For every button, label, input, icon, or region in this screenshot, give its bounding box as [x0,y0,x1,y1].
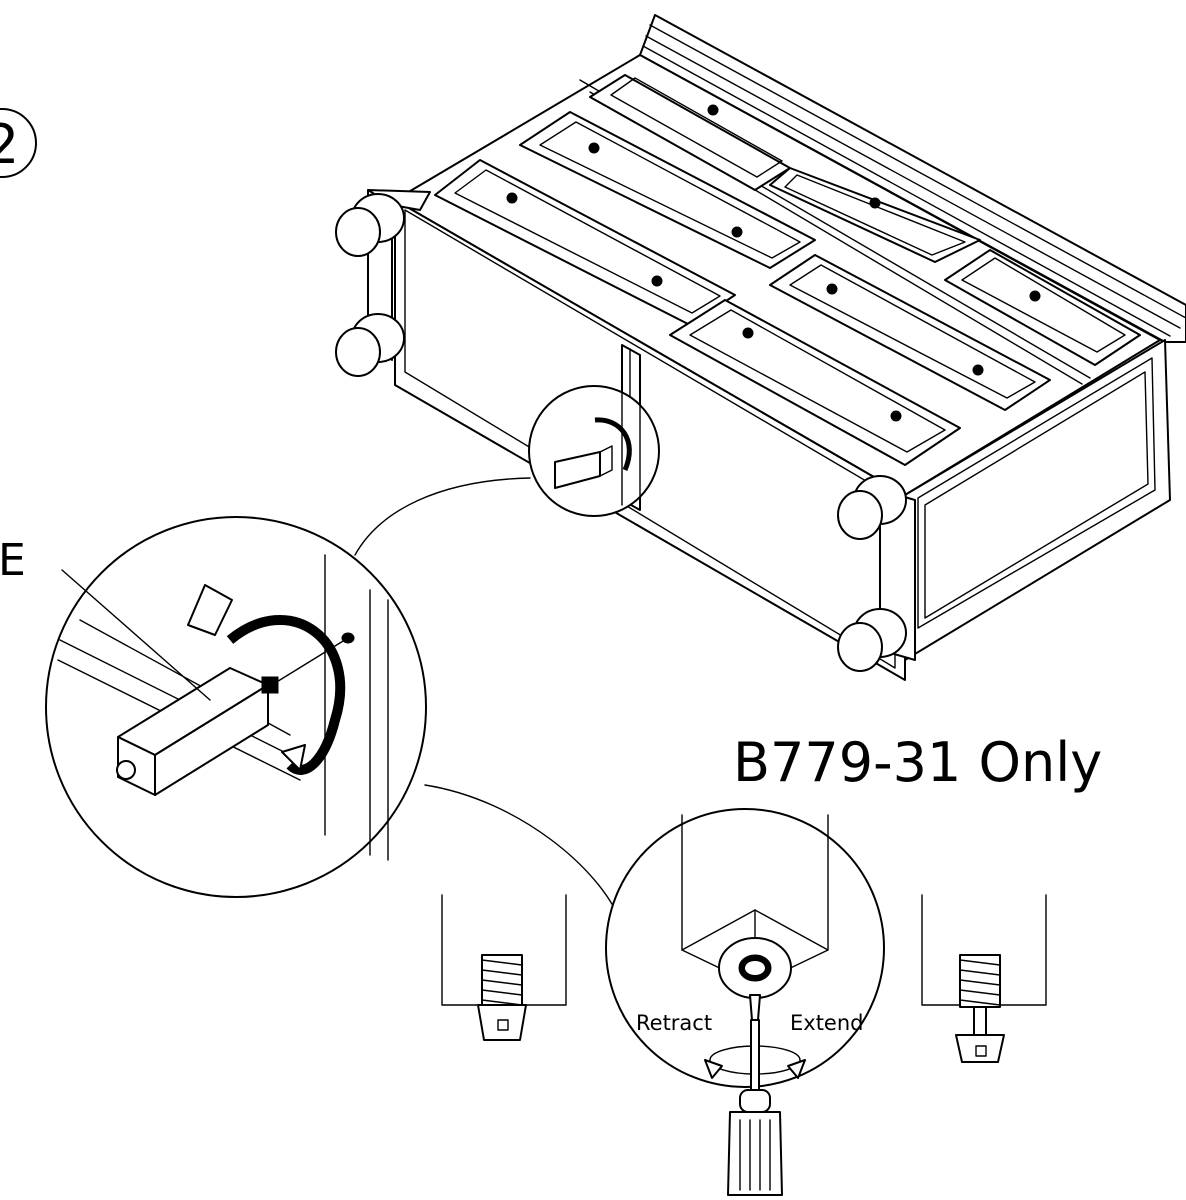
callout-connector [424,784,621,921]
extend-label: Extend [790,1011,864,1035]
detail-callout-circle [528,344,660,517]
model-note: B779-31 Only [733,731,1102,794]
drawer-face [669,299,961,466]
drawer-face [769,167,981,263]
curved-rotation-arrow-icon [704,1045,806,1079]
bun-foot [837,608,907,672]
curved-rotation-arrow-icon [187,584,346,775]
step-number-badge: 2 [0,108,37,178]
drawer-face [589,74,791,191]
retract-label: Retract [636,1011,712,1035]
part-label-E: E [0,535,26,586]
detail-magnified-view: E [0,516,427,898]
step-number: 2 [0,113,19,176]
bun-foot [837,475,907,540]
phillips-screwdriver-icon [727,994,783,1196]
bun-foot [335,193,405,257]
bun-foot [335,313,405,377]
drawer-face [769,254,1051,411]
dresser-upside-down [335,14,1186,681]
leveler-adjust-detail: Retract Extend [605,808,885,1088]
leveler-retracted [441,894,567,1041]
leveler-extended [921,894,1047,1063]
drawer-face [944,249,1141,366]
callout-connector [354,477,531,556]
drawer-face [519,111,816,269]
